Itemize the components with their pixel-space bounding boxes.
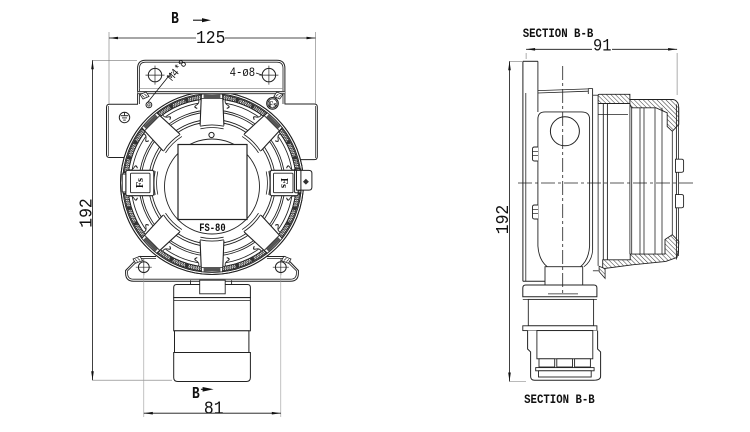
svg-text:125: 125: [196, 30, 225, 50]
svg-text:B: B: [171, 11, 179, 29]
svg-text:Fs: Fs: [135, 178, 146, 188]
svg-text:FS-80: FS-80: [199, 223, 225, 235]
svg-text:B: B: [192, 386, 200, 404]
svg-text:91: 91: [593, 35, 612, 55]
svg-text:Fs: Fs: [278, 178, 289, 188]
svg-text:4-ø8: 4-ø8: [230, 66, 256, 80]
svg-text:192: 192: [78, 198, 98, 227]
svg-text:192: 192: [494, 205, 514, 234]
svg-text:Fs: Fs: [269, 100, 277, 109]
svg-text:SECTION B-B: SECTION B-B: [524, 392, 595, 407]
svg-text:SECTION B-B: SECTION B-B: [523, 26, 594, 41]
svg-text:81: 81: [204, 400, 224, 420]
